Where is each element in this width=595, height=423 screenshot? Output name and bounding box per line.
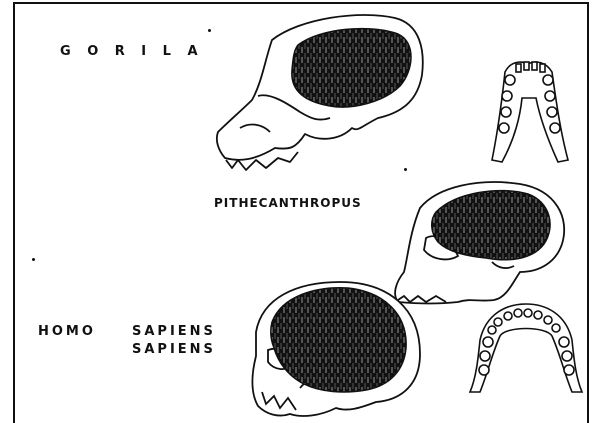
stray-dot-2 [32, 258, 35, 261]
stray-dot-1 [208, 29, 211, 32]
pithecanthropus-label: PITHECANTHROPUS [214, 196, 362, 210]
homo-sapiens-jaw [470, 304, 582, 392]
homo-label: HOMO [38, 324, 96, 339]
gorilla-jaw [492, 62, 568, 162]
sapiens-label-2: SAPIENS [132, 342, 216, 357]
gorilla-label: G O R I L A [60, 44, 204, 59]
sapiens-label-1: SAPIENS [132, 324, 216, 339]
stray-dot-3 [404, 168, 407, 171]
